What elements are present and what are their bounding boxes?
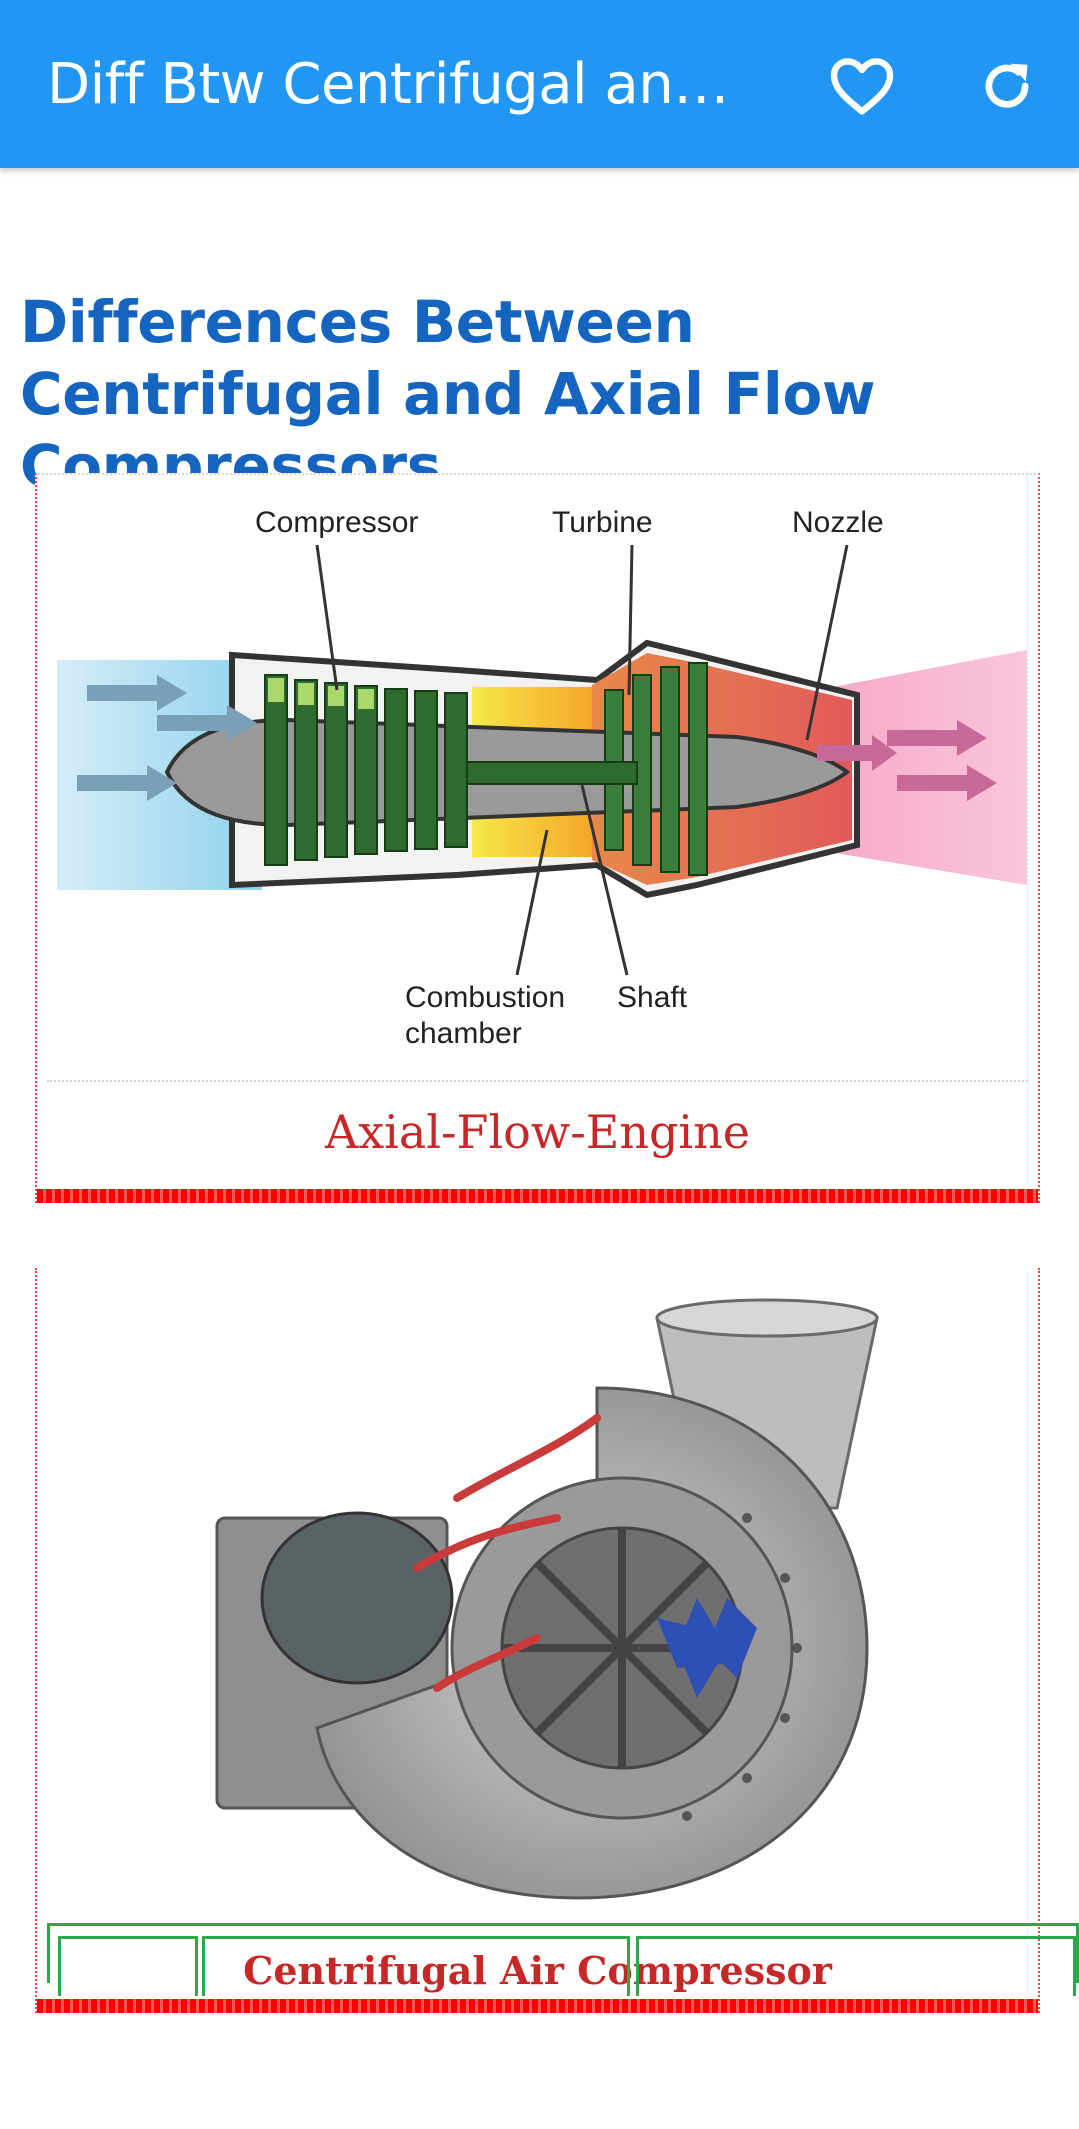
article-heading: Differences Between Centrifugal and Axia… bbox=[20, 288, 876, 500]
centrifugal-figure-caption: Centrifugal Air Compressor bbox=[243, 1948, 832, 1993]
comparison-table bbox=[47, 1923, 1079, 1996]
table-cell bbox=[636, 1936, 1076, 1996]
table-cell bbox=[202, 1936, 630, 1996]
article-content[interactable]: Differences Between Centrifugal and Axia… bbox=[0, 168, 1079, 2129]
app-bar: Diff Btw Centrifugal and Axial Flow Comp… bbox=[0, 0, 1079, 168]
favorite-button[interactable] bbox=[820, 44, 904, 128]
refresh-button[interactable] bbox=[965, 44, 1049, 128]
label-turbine: Turbine bbox=[552, 506, 653, 539]
centrifugal-compressor-figure: Centrifugal Air Compressor bbox=[35, 1268, 1040, 2013]
table-cell bbox=[58, 1936, 198, 1996]
label-nozzle: Nozzle bbox=[792, 506, 884, 539]
figure-bottom-border bbox=[37, 1189, 1038, 1203]
refresh-icon bbox=[985, 63, 1029, 108]
label-compressor: Compressor bbox=[255, 506, 419, 539]
app-bar-title: Diff Btw Centrifugal and Axial Flow Comp… bbox=[47, 52, 737, 117]
centrifugal-compressor-illustration bbox=[215, 1298, 879, 1900]
axial-flow-engine-figure: Compressor Turbine Nozzle Combustion cha… bbox=[35, 473, 1040, 1203]
label-shaft: Shaft bbox=[617, 981, 688, 1014]
figure-divider bbox=[47, 1080, 1028, 1082]
axial-engine-diagram bbox=[57, 544, 1027, 976]
axial-figure-caption: Axial-Flow-Engine bbox=[324, 1105, 750, 1159]
heart-outline-icon bbox=[830, 58, 894, 115]
label-combustion-chamber-line1: Combustion bbox=[405, 981, 566, 1014]
label-combustion-chamber-line2: chamber bbox=[405, 1017, 522, 1050]
figure-bottom-border bbox=[37, 1999, 1038, 2013]
